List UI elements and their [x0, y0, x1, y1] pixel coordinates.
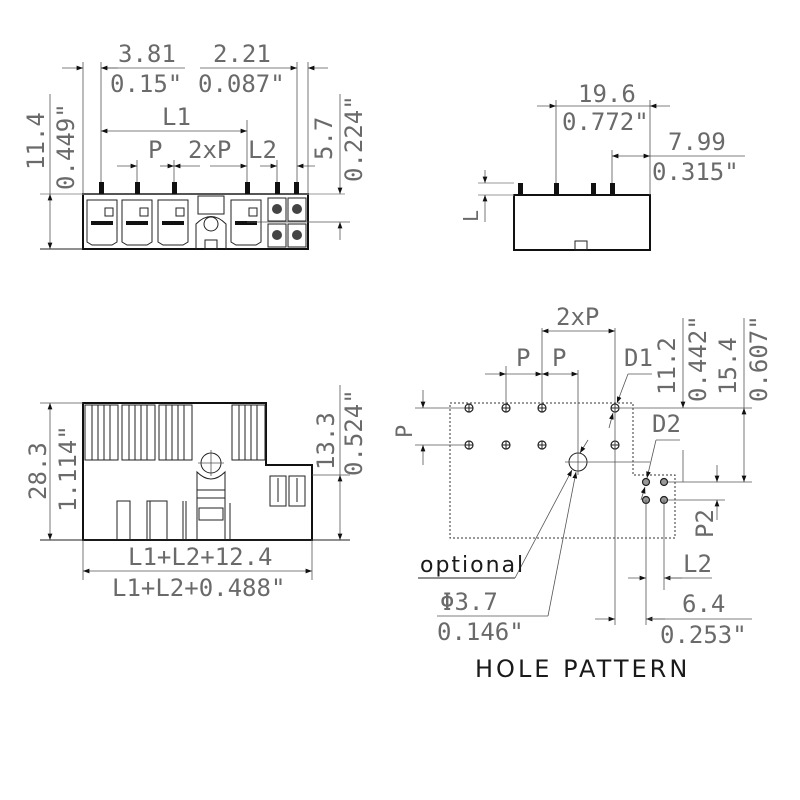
label-d2: D2 — [652, 410, 681, 438]
cooling-fins — [84, 404, 306, 507]
dim-15-4-mm: 15.4 — [714, 337, 742, 395]
dim-diameter-mm: Φ3.7 — [440, 588, 498, 616]
pins-front — [99, 182, 299, 194]
dim-11-4-inch: 0.449" — [52, 103, 80, 190]
label-hp-p2: P — [552, 344, 566, 372]
dim-13-3-mm: 13.3 — [312, 412, 340, 470]
dim-13-3-inch: 0.524" — [340, 389, 368, 476]
hole-pattern-title: HOLE PATTERN — [475, 655, 690, 683]
label-hp-p2-vertical: P2 — [691, 509, 719, 538]
dim-2-21-inch: 0.087" — [198, 70, 285, 98]
dim-5-7-mm: 5.7 — [310, 117, 338, 160]
front-view: 3.81 0.15" 2.21 0.087" L1 P 2xP L2 11.4 … — [22, 40, 368, 250]
dim-11-2-mm: 11.2 — [653, 337, 681, 395]
dim-6-4-inch: 0.253" — [660, 621, 747, 649]
label-hp-p-vertical: P — [393, 425, 418, 438]
side-view: 19.6 0.772" 7.99 0.315" L — [459, 80, 745, 251]
dim-2-21-mm: 2.21 — [213, 40, 271, 68]
dim-11-2-inch: 0.442" — [684, 315, 712, 402]
dim-6-4-mm: 6.4 — [682, 590, 725, 618]
label-d1: D1 — [624, 344, 653, 372]
dim-11-4-mm: 11.4 — [22, 112, 50, 170]
dim-width-mm: L1+L2+12.4 — [128, 543, 273, 571]
dim-28-3-mm: 28.3 — [24, 442, 52, 500]
bottom-view: 28.3 1.114" 13.3 0.524" L1+L2+12.4 L1+L2… — [24, 385, 368, 602]
dim-3-81-inch: 0.15" — [110, 70, 182, 98]
label-hp-l2: L2 — [683, 550, 712, 578]
connector-body-side — [513, 194, 651, 251]
dim-width-inch: L1+L2+0.488" — [112, 574, 285, 602]
dim-19-6-mm: 19.6 — [578, 80, 636, 108]
label-l1: L1 — [162, 103, 191, 131]
label-l2: L2 — [248, 136, 277, 164]
label-hp-2xp: 2xP — [556, 303, 599, 331]
holes-d1 — [464, 403, 620, 450]
label-p: P — [148, 136, 162, 164]
label-hp-p1: P — [516, 344, 530, 372]
dim-diameter-inch: 0.146" — [437, 618, 524, 646]
dim-28-3-inch: 1.114" — [54, 425, 82, 512]
terminal-cells — [86, 195, 307, 250]
hole-pattern: 2xP P P P D1 D2 11.2 0.442" 15.4 0.607" — [393, 303, 773, 683]
dim-15-4-inch: 0.607" — [745, 315, 773, 402]
label-2xp: 2xP — [188, 136, 231, 164]
dim-19-6-inch: 0.772" — [562, 108, 649, 136]
footprint-outline — [449, 402, 676, 539]
label-l: L — [459, 210, 483, 222]
holes-d2 — [641, 477, 669, 505]
dim-5-7-inch: 0.224" — [340, 95, 368, 182]
dim-3-81-mm: 3.81 — [118, 40, 176, 68]
label-optional: optional — [420, 553, 525, 578]
dim-7-99-inch: 0.315" — [652, 158, 739, 186]
dim-7-99-mm: 7.99 — [668, 128, 726, 156]
